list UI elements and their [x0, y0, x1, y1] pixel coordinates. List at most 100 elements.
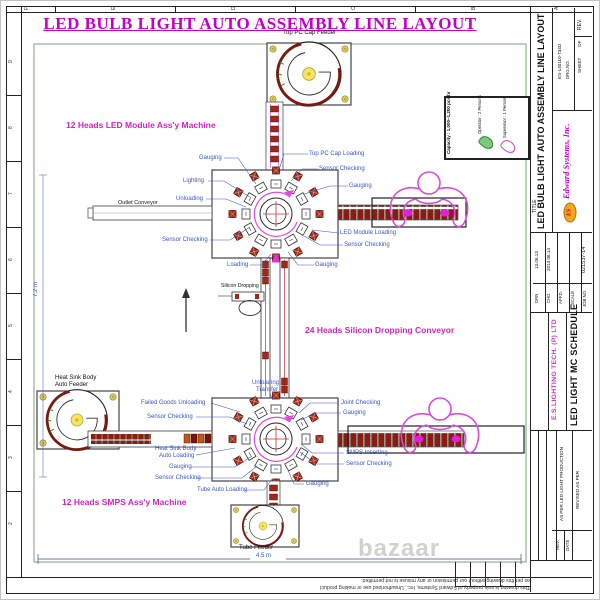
label-heat-sink-loading: Auto Loading [159, 453, 195, 459]
grid-tick [7, 491, 21, 492]
smps-machine-title: 12 Heads SMPS Ass'y Machine [62, 497, 187, 507]
drg-no-label: DRG.NO. [565, 60, 570, 80]
label-gauging: Gauging [169, 464, 192, 470]
label-sensor-checking: Sensor Checking [346, 461, 392, 467]
titleblock-line [538, 430, 539, 560]
titleblock-line [557, 232, 558, 312]
silicon-conveyor-title: 24 Heads Silicon Dropping Conveyor [305, 325, 455, 335]
titleblock-line [556, 430, 557, 560]
label-outlet-conveyor: Outlet Conveyor [118, 200, 158, 206]
grid-ref-top: E [111, 6, 117, 10]
titleblock-line [566, 312, 567, 430]
grid-ref-top: A [554, 6, 560, 10]
titleblock-line [574, 8, 575, 110]
smps-output-conveyor [337, 397, 525, 454]
grid-tick [7, 293, 21, 294]
label-tube-feeder: Tube Feeder [239, 545, 274, 551]
job-no-label: JOB NO. [582, 289, 587, 307]
of-label: OF [577, 40, 582, 48]
titleblock-line [564, 530, 565, 560]
capacity-box [444, 96, 530, 160]
company-logo: ES [563, 202, 577, 223]
label-unloading-transfer: Unloading [252, 380, 280, 386]
drawing-title: LED BULB LIGHT AUTO ASSEMBLY LINE LAYOUT [43, 14, 477, 33]
label-unloading: Unloading [176, 196, 204, 202]
titleblock-line [572, 430, 573, 560]
titleblock-line [552, 8, 553, 232]
document-title: LED LIGHT MC SCHEDULE [569, 303, 579, 426]
label-led-module-loading: LED Module Loading [340, 230, 397, 236]
label-heat-sink-loading: Heat Sink Body [155, 446, 197, 452]
dimension-width: 4.5 m [256, 553, 272, 559]
sheet-border [6, 6, 594, 594]
leader-lines [191, 153, 348, 491]
grid-ref-top: B [471, 6, 477, 10]
grid-ref-top: F [24, 6, 30, 10]
supervisor-text: Supervisor : 1 Person [502, 97, 507, 138]
titleblock-line [530, 430, 592, 431]
label-top-pc-cap-loading: Top PC Cap Loading [309, 151, 365, 157]
label-tube-auto-loading: Tube Auto Loading [197, 487, 248, 493]
led-input-conveyor [337, 171, 469, 228]
titleblock-title: LED BULB LIGHT AUTO ASSEMBLY LINE LAYOUT [536, 13, 546, 229]
dimension-height: 7.2 m [33, 281, 39, 297]
outlet-conveyor [87, 205, 213, 221]
titleblock-line [569, 232, 570, 312]
titleblock-line [533, 283, 592, 284]
company-name: Edward Systems, Inc. [561, 123, 571, 199]
titleblock-line [546, 430, 547, 560]
grid-tick [7, 359, 21, 360]
grid-tick [7, 95, 21, 96]
grid-tick [415, 7, 416, 13]
grid-tick [295, 7, 296, 13]
revision-entry: REVISED AS PER [575, 470, 580, 510]
disclaimer-line: This drawing is sole property of Edward … [320, 584, 530, 590]
label-gauging: Gauging [306, 481, 329, 487]
chd-label: CHD. [546, 292, 551, 304]
revision-entry: AS PER LED LIGHT PRODUCTION [559, 447, 564, 521]
disclaimer-line: as per this drawing without our permissi… [361, 577, 530, 584]
titleblock-line [548, 312, 549, 430]
titleblock-line [530, 560, 592, 561]
revision-grid-line [455, 562, 456, 586]
titleblock-line [552, 110, 592, 111]
left-margin-line [21, 7, 22, 577]
label-gauging: Gauging [349, 183, 372, 189]
grid-ref-left: 2 [8, 522, 14, 526]
titleblock-line [530, 232, 592, 233]
label-gauging: Gauging [199, 155, 222, 161]
label-lighting: Lighting [183, 178, 205, 184]
drn-value: 13.06.13 [534, 251, 539, 269]
revision-grid-line [470, 562, 471, 586]
led-machine-title: 12 Heads LED Module Ass'y Machine [66, 120, 216, 130]
top-margin-line [7, 12, 592, 13]
label-heat-sink-feeder: Heat Sink Body [55, 375, 97, 381]
revision-grid-line [485, 562, 486, 586]
chd-value: 2013.06.14 [546, 248, 551, 272]
label-sensor-checking: Sensor Checking [162, 237, 208, 243]
label-sensor-checking: Sensor Checking [147, 414, 193, 420]
heat-sink-feeder [36, 388, 213, 452]
titleblock-line [545, 232, 546, 312]
revision-grid-line [515, 562, 516, 586]
dimension-lines [37, 174, 522, 564]
grid-ref-left: 8 [8, 126, 14, 130]
titleblock-line [581, 232, 582, 312]
bottom-margin-line [7, 577, 592, 578]
label-heat-sink-feeder: Auto Feeder [55, 382, 89, 388]
label-sensor-checking: Sensor Checking [344, 242, 390, 248]
grid-tick [7, 227, 21, 228]
label-gauging: Gauging [343, 410, 366, 416]
label-failed-goods-unloading: Failed Goods Unloading [141, 400, 206, 406]
grid-ref-top: D [231, 6, 237, 10]
top-pc-cap-feeder [265, 40, 352, 171]
drg-no-value: ES-140110-734D [557, 43, 562, 79]
revision-grid-line [455, 586, 531, 587]
grid-ref-left: 3 [8, 456, 14, 460]
titleblock-border [530, 7, 531, 592]
titleblock-line [552, 530, 592, 531]
label-loading: Loading [227, 262, 249, 268]
label-smps-inserting: SMPS Inserting [346, 450, 388, 456]
